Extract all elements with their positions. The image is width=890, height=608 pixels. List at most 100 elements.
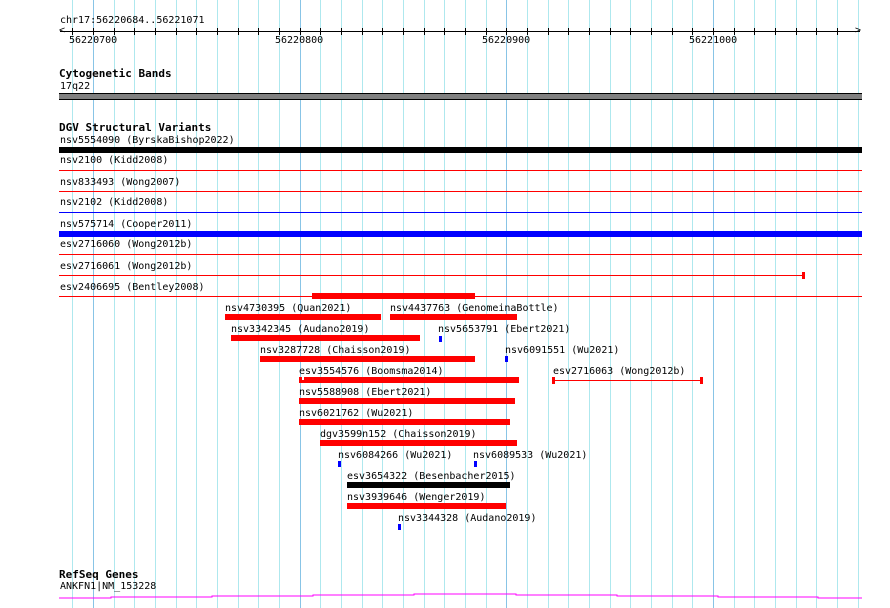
sv-feature-glyph[interactable] — [299, 419, 510, 425]
ruler-tick — [362, 28, 363, 35]
sv-end-cap — [802, 272, 805, 279]
cytoband-label: 17q22 — [60, 81, 91, 92]
grid-line — [610, 0, 611, 608]
ruler-tick — [713, 28, 714, 35]
sv-feature-glyph[interactable] — [225, 314, 381, 320]
sv-feature-glyph[interactable] — [59, 275, 803, 276]
grid-line — [362, 0, 363, 608]
grid-line — [754, 0, 755, 608]
grid-line — [486, 0, 487, 608]
sv-feature-glyph[interactable] — [439, 336, 442, 342]
sv-feature-label: nsv6089533 (Wu2021) — [473, 450, 588, 461]
grid-line — [444, 0, 445, 608]
sv-feature-label: esv2406695 (Bentley2008) — [60, 282, 205, 293]
ruler-tick — [816, 28, 817, 35]
ruler-tick — [692, 28, 693, 35]
ruler-tick — [754, 28, 755, 35]
grid-line — [568, 0, 569, 608]
sv-feature-label: nsv833493 (Wong2007) — [60, 177, 181, 188]
grid-line — [134, 0, 135, 608]
cytoband-bar[interactable] — [59, 93, 862, 100]
grid-line — [548, 0, 549, 608]
sv-feature-glyph[interactable] — [59, 191, 862, 192]
ruler-tick — [424, 28, 425, 35]
grid-line — [320, 0, 321, 608]
sv-feature-glyph[interactable] — [338, 461, 341, 467]
sv-feature-label: nsv3344328 (Audano2019) — [398, 513, 537, 524]
grid-line — [858, 0, 859, 608]
location-label: chr17:56220684..56221071 — [60, 15, 205, 26]
sv-end-cap — [700, 377, 703, 384]
grid-line — [713, 0, 714, 608]
refseq-gene-line[interactable] — [0, 590, 890, 602]
ruler-tick — [527, 28, 528, 35]
grid-line — [403, 0, 404, 608]
grid-line — [816, 0, 817, 608]
ruler-tick — [93, 28, 94, 35]
sv-feature-segment[interactable] — [312, 293, 475, 299]
sv-feature-label: nsv2100 (Kidd2008) — [60, 155, 169, 166]
ruler-tick — [341, 28, 342, 35]
grid-line — [527, 0, 528, 608]
sv-feature-glyph[interactable] — [59, 170, 862, 171]
sv-feature-glyph[interactable] — [59, 254, 862, 255]
ruler-tick-label: 56220700 — [69, 35, 118, 46]
sv-feature-glyph[interactable] — [260, 356, 475, 362]
ruler-tick — [444, 28, 445, 35]
grid-line — [589, 0, 590, 608]
grid-line — [217, 0, 218, 608]
sv-feature-glyph[interactable] — [553, 380, 701, 381]
sv-feature-label: nsv4437763 (GenomeinaBottle) — [390, 303, 559, 314]
grid-line — [341, 0, 342, 608]
sv-feature-glyph[interactable] — [59, 212, 862, 213]
sv-feature-label: esv3554576 (Boomsma2014) — [299, 366, 444, 377]
sv-feature-label: nsv6091551 (Wu2021) — [505, 345, 620, 356]
sv-feature-glyph[interactable] — [299, 377, 519, 383]
grid-line — [651, 0, 652, 608]
sv-feature-label: dgv3599n152 (Chaisson2019) — [320, 429, 477, 440]
ruler-tick — [568, 28, 569, 35]
grid-line — [692, 0, 693, 608]
ruler-tick — [589, 28, 590, 35]
ruler-tick — [734, 28, 735, 35]
grid-line — [155, 0, 156, 608]
ruler-tick — [837, 28, 838, 35]
ruler-tick — [217, 28, 218, 35]
grid-line — [238, 0, 239, 608]
sv-gap — [302, 377, 304, 380]
ruler-tick — [506, 28, 507, 35]
sv-feature-glyph[interactable] — [505, 356, 508, 362]
sv-feature-label: nsv2102 (Kidd2008) — [60, 197, 169, 208]
sv-feature-label: esv2716061 (Wong2012b) — [60, 261, 193, 272]
ruler-tick — [300, 28, 301, 35]
sv-feature-label: nsv3342345 (Audano2019) — [231, 324, 370, 335]
sv-feature-glyph[interactable] — [231, 335, 420, 341]
left-arrow-icon[interactable]: < — [59, 25, 66, 36]
sv-feature-glyph[interactable] — [347, 503, 506, 509]
sv-feature-glyph[interactable] — [347, 482, 510, 488]
sv-feature-glyph[interactable] — [390, 314, 517, 320]
sv-feature-glyph[interactable] — [59, 231, 862, 237]
grid-line — [672, 0, 673, 608]
sv-feature-glyph[interactable] — [299, 398, 515, 404]
sv-feature-label: nsv3287728 (Chaisson2019) — [260, 345, 411, 356]
grid-line — [258, 0, 259, 608]
right-arrow-icon[interactable]: > — [855, 25, 862, 36]
grid-line — [196, 0, 197, 608]
sv-feature-label: nsv5653791 (Ebert2021) — [438, 324, 571, 335]
cytoband-track-title: Cytogenetic Bands — [59, 67, 172, 80]
ruler-tick — [403, 28, 404, 35]
grid-line — [114, 0, 115, 608]
sv-feature-glyph[interactable] — [474, 461, 477, 467]
grid-line — [775, 0, 776, 608]
sv-feature-label: nsv6021762 (Wu2021) — [299, 408, 414, 419]
sv-feature-label: nsv4730395 (Quan2021) — [225, 303, 352, 314]
sv-feature-glyph[interactable] — [398, 524, 401, 530]
sv-feature-label: esv2716060 (Wong2012b) — [60, 239, 193, 250]
ruler-tick — [196, 28, 197, 35]
sv-feature-glyph[interactable] — [320, 440, 517, 446]
ruler-tick — [279, 28, 280, 35]
dgv-track-title: DGV Structural Variants — [59, 121, 212, 134]
sv-feature-glyph[interactable] — [59, 147, 862, 153]
ruler-tick — [134, 28, 135, 35]
